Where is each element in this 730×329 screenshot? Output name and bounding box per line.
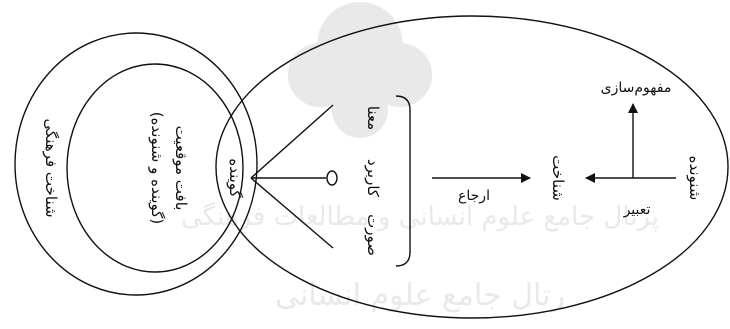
meaning-label: معنا bbox=[364, 106, 382, 130]
watermark-text-2: رتال جامع علوم انسانی bbox=[275, 278, 565, 313]
conceptualization-label: مفهوم‌سازی bbox=[601, 80, 672, 96]
bracket bbox=[395, 95, 411, 267]
watermark-logo bbox=[288, 2, 432, 138]
inner-left-circle bbox=[66, 63, 244, 273]
speaker-listener-label: (گوینده و شنونده) bbox=[148, 112, 166, 225]
speaker-label: گوینده bbox=[226, 158, 244, 198]
cultural-cognition-label: شناخت فرهنگی bbox=[42, 118, 60, 217]
fork-line-bottom bbox=[250, 177, 334, 249]
reference-label: ارجاع bbox=[458, 188, 490, 204]
cognition-label: شناخت bbox=[549, 155, 567, 201]
fork-node bbox=[326, 170, 338, 186]
situational-context-label: بافت موقعیت bbox=[172, 126, 190, 211]
watermark-text-1: پرتال جامع علوم انسانی و مطالعات فرهنگی bbox=[181, 201, 659, 232]
outer-left-circle bbox=[14, 32, 258, 296]
form-label: صورت bbox=[364, 214, 382, 256]
right-ellipse bbox=[215, 15, 729, 319]
fork-line-top bbox=[250, 104, 334, 179]
usage-label: کاربرد bbox=[364, 159, 382, 198]
listener-label: شنونده bbox=[686, 156, 704, 201]
expression-label: تعبیر bbox=[623, 202, 651, 218]
